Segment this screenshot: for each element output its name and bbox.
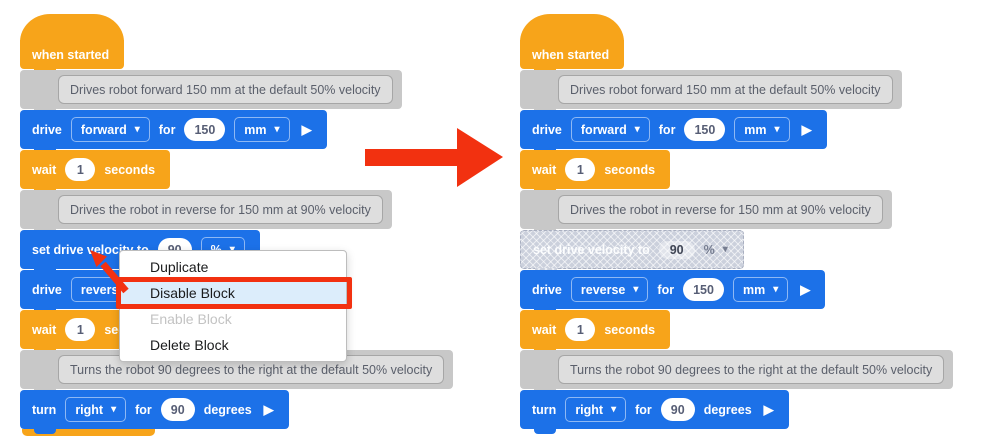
dropdown-value: reverse <box>580 282 626 297</box>
mm-dropdown[interactable]: mm ▾ <box>734 117 790 142</box>
block-label: set drive velocity to <box>533 242 650 257</box>
block-label: drive <box>532 282 562 297</box>
wait-block[interactable]: wait 1 seconds <box>520 150 671 194</box>
dropdown-value: mm <box>244 122 267 137</box>
play-button-icon[interactable]: ▶ <box>301 122 312 137</box>
comment-text[interactable]: Turns the robot 90 degrees to the right … <box>558 355 945 384</box>
when-started-hat-block[interactable]: when started <box>520 14 625 74</box>
block-label: drive <box>32 122 62 137</box>
drive-forward-block[interactable]: drive forward ▾ for 150 mm ▾ ▶ <box>20 110 327 154</box>
drive-forward-block[interactable]: drive forward ▾ for 150 mm ▾ ▶ <box>520 110 827 154</box>
mm-dropdown[interactable]: mm ▾ <box>732 277 789 302</box>
forward-dropdown[interactable]: forward ▾ <box>70 117 150 142</box>
block-label: for <box>135 402 152 417</box>
menu-item-delete-block[interactable]: Delete Block <box>150 337 229 353</box>
mm-dropdown[interactable]: mm ▾ <box>234 117 290 142</box>
block-label: seconds <box>104 162 156 177</box>
block-label: for <box>657 282 675 297</box>
dropdown-value: right <box>75 402 104 417</box>
wait-block[interactable]: wait 1 seconds <box>520 310 671 354</box>
dropdown-value: mm <box>742 282 766 297</box>
chevron-down-icon: ▾ <box>274 123 280 135</box>
chevron-down-icon: ▾ <box>773 283 779 295</box>
comment-text[interactable]: Drives the robot in reverse for 150 mm a… <box>58 195 383 224</box>
chevron-down-icon: ▾ <box>722 243 728 255</box>
block-label: when started <box>32 47 110 62</box>
value-field[interactable]: 1 <box>65 158 96 181</box>
block-label: for <box>658 122 676 137</box>
chevron-down-icon: ▾ <box>111 403 117 415</box>
block-label: seconds <box>604 322 656 337</box>
forward-dropdown[interactable]: forward ▾ <box>570 117 650 142</box>
block-label: when started <box>532 47 610 62</box>
value-field[interactable]: 150 <box>684 118 726 141</box>
block-label: degrees <box>203 402 252 417</box>
context-menu: Duplicate Disable Block Enable Block Del… <box>119 250 347 362</box>
block-label: wait <box>32 162 57 177</box>
menu-item-disable-block[interactable]: Disable Block <box>120 280 346 306</box>
block-label: wait <box>532 322 557 337</box>
hidden-block-sliver <box>22 429 155 436</box>
menu-item-duplicate[interactable]: Duplicate <box>150 259 209 275</box>
reverse-dropdown[interactable]: reverse ▾ <box>570 277 649 302</box>
dropdown-value: mm <box>744 122 767 137</box>
chevron-down-icon: ▾ <box>774 123 780 135</box>
block-label: degrees <box>703 402 752 417</box>
drive-reverse-block[interactable]: drive reverse ▾ for 150 mm ▾ ▶ <box>520 270 826 314</box>
block-label: wait <box>532 162 557 177</box>
comment-block: Drives the robot in reverse for 150 mm a… <box>520 190 892 234</box>
dropdown-value: % <box>703 242 715 257</box>
block-label: turn <box>32 402 57 417</box>
comment-text[interactable]: Drives the robot in reverse for 150 mm a… <box>558 195 883 224</box>
dropdown-value: % <box>211 243 222 257</box>
menu-item-enable-block: Enable Block <box>150 311 232 327</box>
percent-dropdown: %▾ <box>704 243 728 257</box>
dropdown-value: forward <box>80 122 127 137</box>
chevron-down-icon: ▾ <box>229 243 235 255</box>
right-dropdown[interactable]: right ▾ <box>565 397 627 422</box>
block-label: for <box>635 402 652 417</box>
value-field[interactable]: 90 <box>660 398 695 421</box>
comment-block: Turns the robot 90 degrees to the right … <box>520 350 954 394</box>
play-button-icon[interactable]: ▶ <box>263 402 274 417</box>
play-button-icon[interactable]: ▶ <box>763 402 774 417</box>
chevron-down-icon: ▾ <box>611 403 617 415</box>
right-dropdown[interactable]: right ▾ <box>65 397 127 422</box>
wait-block[interactable]: wait 1 seconds <box>20 150 171 194</box>
chevron-down-icon: ▾ <box>634 123 640 135</box>
comment-block: Drives robot forward 150 mm at the defau… <box>520 70 902 114</box>
value-field[interactable]: 150 <box>683 278 724 301</box>
comment-text[interactable]: Drives robot forward 150 mm at the defau… <box>558 75 893 104</box>
when-started-hat-block[interactable]: when started <box>20 14 125 74</box>
value-field[interactable]: 1 <box>565 318 596 341</box>
chevron-down-icon: ▾ <box>633 283 639 295</box>
value-field[interactable]: 150 <box>184 118 226 141</box>
block-label: drive <box>32 282 62 297</box>
play-button-icon[interactable]: ▶ <box>801 122 812 137</box>
comment-text[interactable]: Drives robot forward 150 mm at the defau… <box>58 75 393 104</box>
play-button-icon[interactable]: ▶ <box>800 282 811 297</box>
value-field[interactable]: 1 <box>565 158 596 181</box>
value-field[interactable]: 1 <box>65 318 96 341</box>
dropdown-value: right <box>575 402 604 417</box>
comment-block: Drives robot forward 150 mm at the defau… <box>20 70 402 114</box>
value-field: 90 <box>658 240 695 259</box>
comment-block: Drives the robot in reverse for 150 mm a… <box>20 190 392 234</box>
turn-right-block[interactable]: turn right ▾ for 90 degrees ▶ <box>20 390 289 434</box>
block-label: wait <box>32 322 57 337</box>
block-label: turn <box>532 402 557 417</box>
value-field[interactable]: 90 <box>160 398 195 421</box>
block-label: for <box>158 122 176 137</box>
chevron-down-icon: ▾ <box>134 123 140 135</box>
block-label: drive <box>532 122 562 137</box>
block-label: seconds <box>604 162 656 177</box>
turn-right-block[interactable]: turn right ▾ for 90 degrees ▶ <box>520 390 789 434</box>
dropdown-value: forward <box>580 122 627 137</box>
